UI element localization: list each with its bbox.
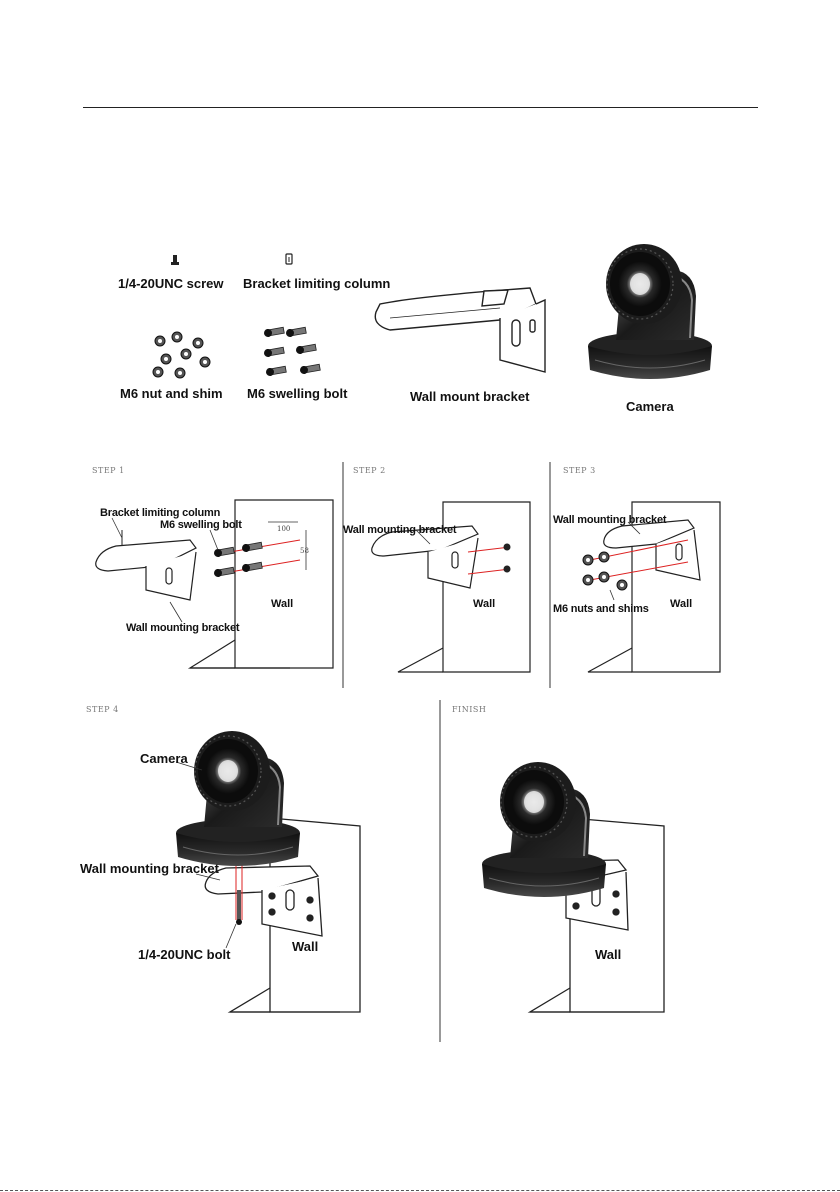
step1-title: STEP 1 <box>92 466 125 475</box>
camera-step4 <box>175 730 301 867</box>
bracket-step4 <box>204 865 323 937</box>
step1-bracket-label: Wall mounting bracket <box>126 622 240 634</box>
step3-title: STEP 3 <box>563 466 596 475</box>
column-icon <box>285 253 293 265</box>
bracket-step3 <box>603 519 701 581</box>
nuts-icon <box>152 331 211 379</box>
step4-wall-label: Wall <box>292 939 319 954</box>
bolts-icon <box>262 325 321 378</box>
step4-title: STEP 4 <box>86 705 119 714</box>
label-column: Bracket limiting column <box>243 276 391 291</box>
step2-bracket-label: Wall mounting bracket <box>343 524 457 536</box>
screw-icon <box>171 255 179 265</box>
step4-camera-label: Camera <box>140 751 188 766</box>
step4-bolt-label: 1/4-20UNC bolt <box>138 947 231 962</box>
step2-wall-label: Wall <box>473 598 496 610</box>
finish-wall-label: Wall <box>595 947 622 962</box>
bolts-step2 <box>467 543 511 575</box>
step3-wall-label: Wall <box>670 598 693 610</box>
label-camera: Camera <box>626 399 674 414</box>
bracket-step2 <box>371 525 479 589</box>
footer-rule <box>0 1190 840 1191</box>
label-nut: M6 nut and shim <box>120 386 223 401</box>
step1-dim-v: 58 <box>300 547 309 555</box>
step3-bracket-label: Wall mounting bracket <box>553 514 667 526</box>
callout-lines <box>111 517 641 949</box>
step1-dim-h: 100 <box>277 525 291 533</box>
camera-icon <box>587 243 713 380</box>
wall-step1 <box>187 499 334 669</box>
step1-wall-label: Wall <box>271 598 294 610</box>
step2-title: STEP 2 <box>353 466 386 475</box>
camera-finish <box>481 761 607 898</box>
bolts-step1 <box>212 521 307 579</box>
bracket-step1 <box>95 530 197 601</box>
step3-nuts-label: M6 nuts and shims <box>553 603 649 615</box>
step4-bracket-label: Wall mounting bracket <box>80 861 219 876</box>
label-screw: 1/4-20UNC screw <box>118 276 224 291</box>
label-bolt: M6 swelling bolt <box>247 386 348 401</box>
step1-column-label: Bracket limiting column <box>100 507 221 519</box>
header-rule <box>83 107 758 108</box>
label-bracket: Wall mount bracket <box>410 389 530 404</box>
step1-bolt-label: M6 swelling bolt <box>160 519 242 531</box>
nuts-step3 <box>582 539 689 591</box>
bracket-icon <box>374 287 546 373</box>
finish-title: FINISH <box>452 705 487 714</box>
